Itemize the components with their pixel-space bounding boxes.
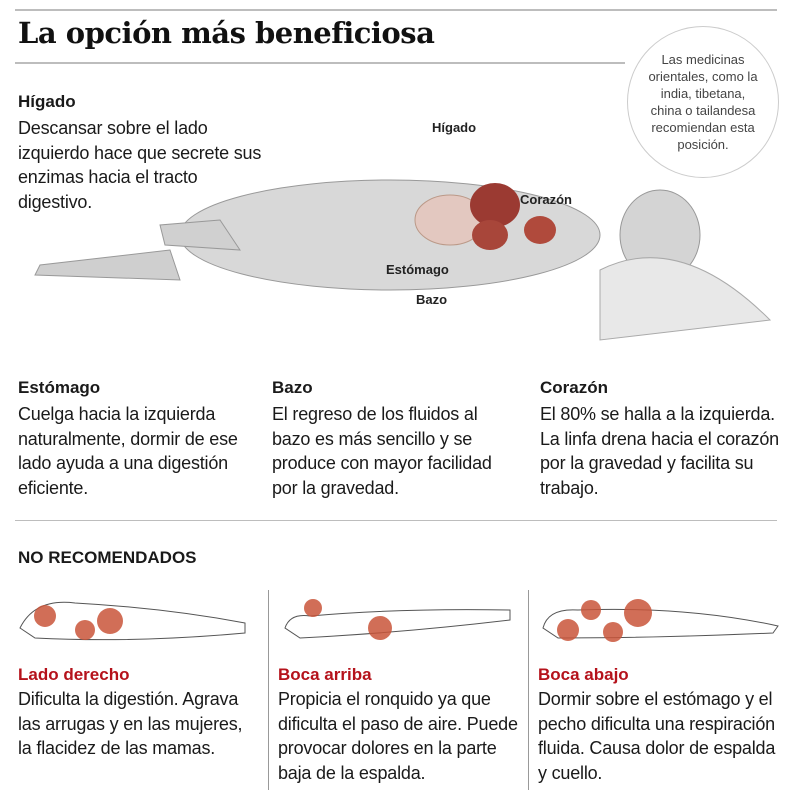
- item-text: Dificulta la digestión. Agrava las arrug…: [18, 689, 243, 758]
- label-estomago: Estómago: [386, 262, 449, 277]
- note-text: Las medicinas orientales, como la india,…: [648, 52, 758, 152]
- column-divider: [268, 590, 269, 790]
- benefit-heading: Estómago: [18, 378, 101, 397]
- label-bazo: Bazo: [416, 292, 448, 307]
- item-heading: Boca arriba: [278, 665, 372, 684]
- column-divider: [528, 590, 529, 790]
- benefit-heading: Corazón: [540, 378, 608, 397]
- item-heading: Lado derecho: [18, 665, 130, 684]
- section-rule: [15, 520, 777, 521]
- top-rule: [15, 9, 777, 11]
- not-recommended-heading: NO RECOMENDADOS: [18, 548, 197, 567]
- item-heading: Boca abajo: [538, 665, 629, 684]
- page-title: La opción más beneficiosa: [18, 16, 435, 50]
- label-corazon: Corazón: [520, 192, 572, 207]
- benefit-text: El regreso de los fluidos al bazo es más…: [272, 404, 492, 498]
- benefit-heading: Bazo: [272, 378, 313, 397]
- benefit-text: El 80% se halla a la izquierda. La linfa…: [540, 404, 779, 498]
- title-rule: [15, 62, 625, 64]
- benefit-corazon: Corazón El 80% se halla a la izquierda. …: [540, 378, 780, 500]
- benefit-bazo: Bazo El regreso de los fluidos al bazo e…: [272, 378, 517, 500]
- benefit-text: Cuelga hacia la izquierda naturalmente, …: [18, 404, 238, 498]
- right-side-figure: [19, 601, 246, 641]
- not-recommended-lado-derecho: Lado derecho Dificulta la digestión. Agr…: [18, 665, 258, 761]
- higado-heading: Hígado: [18, 92, 76, 111]
- note-circle: Las medicinas orientales, como la india,…: [627, 26, 779, 178]
- benefit-estomago: Estómago Cuelga hacia la izquierda natur…: [18, 378, 258, 500]
- item-text: Dormir sobre el estómago y el pecho difi…: [538, 689, 776, 783]
- face-up-figure: [284, 599, 511, 640]
- label-higado: Hígado: [432, 120, 477, 135]
- body-illustration: [34, 179, 772, 341]
- not-recommended-boca-arriba: Boca arriba Propicia el ronquido ya que …: [278, 665, 523, 785]
- not-recommended-boca-abajo: Boca abajo Dormir sobre el estómago y el…: [538, 665, 783, 785]
- face-down-figure: [542, 599, 779, 642]
- higado-text: Descansar sobre el lado izquierdo hace q…: [18, 118, 262, 212]
- item-text: Propicia el ronquido ya que dificulta el…: [278, 689, 518, 783]
